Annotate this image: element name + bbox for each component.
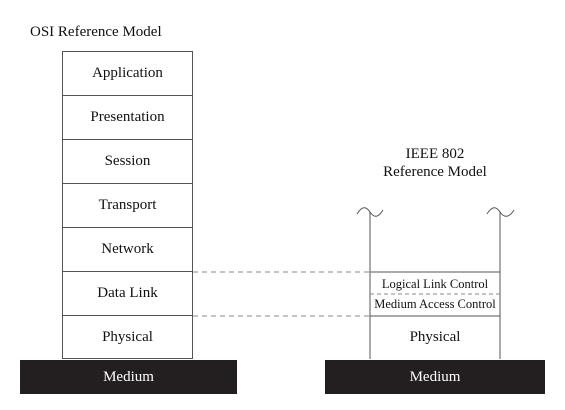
ieee-layer-mac: Medium Access Control <box>374 297 496 311</box>
medium-bar-osi: Medium <box>20 360 237 394</box>
osi-title: OSI Reference Model <box>30 23 162 40</box>
ieee-layer-physical: Physical <box>409 329 461 345</box>
wave-right <box>486 207 515 217</box>
osi-stack: Application Presentation Session Transpo… <box>62 51 193 359</box>
ieee-title-line2: Reference Model <box>383 164 487 180</box>
osi-layer-data-link: Data Link <box>63 272 192 316</box>
osi-layer-presentation: Presentation <box>63 96 192 140</box>
ieee-title: IEEE 802 Reference Model <box>335 143 535 183</box>
osi-layer-application: Application <box>63 52 192 96</box>
ieee-title-line1: IEEE 802 <box>405 146 465 162</box>
wave-left <box>356 207 384 217</box>
medium-bar-ieee: Medium <box>325 360 545 394</box>
ieee-layer-llc: Logical Link Control <box>381 276 489 291</box>
osi-layer-physical: Physical <box>102 329 153 345</box>
osi-layer-network: Network <box>63 228 192 272</box>
osi-layer-session: Session <box>63 140 192 184</box>
osi-layer-transport: Transport <box>63 184 192 228</box>
